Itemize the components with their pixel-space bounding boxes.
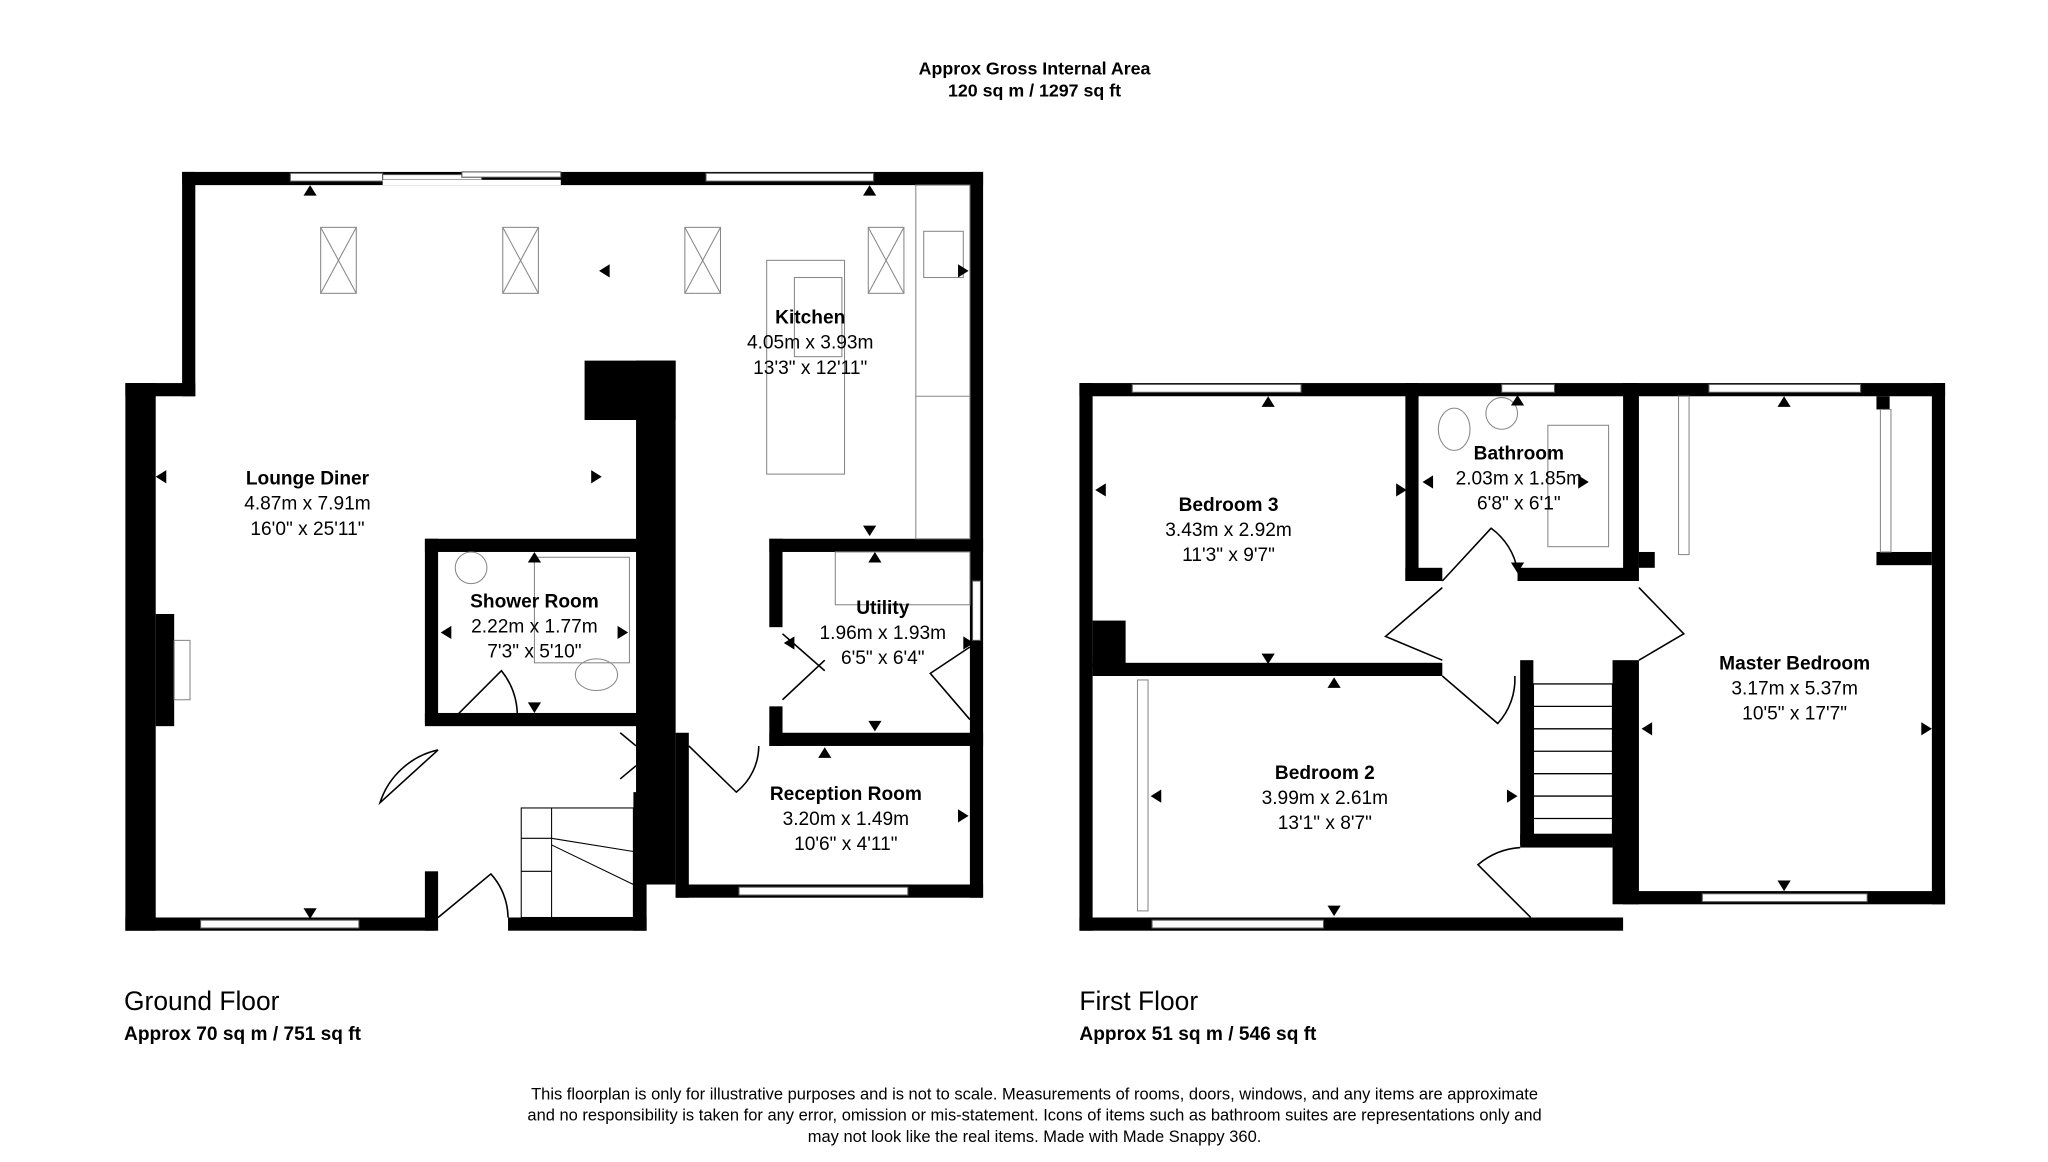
gross-area-value: 120 sq m / 1297 sq ft xyxy=(948,81,1121,101)
gross-area-title: Approx Gross Internal Area xyxy=(919,58,1152,78)
room-imperial-shower-room: 7'3" x 5'10" xyxy=(487,642,581,663)
room-metric-utility: 1.96m x 1.93m xyxy=(820,623,947,644)
room-name-utility: Utility xyxy=(856,598,909,619)
room-name-kitchen: Kitchen xyxy=(775,308,845,329)
room-metric-bathroom: 2.03m x 1.85m xyxy=(1456,469,1583,490)
room-metric-lounge-diner: 4.87m x 7.91m xyxy=(244,494,371,515)
room-imperial-master-bedroom: 10'5" x 17'7" xyxy=(1742,704,1847,725)
room-metric-kitchen: 4.05m x 3.93m xyxy=(747,333,874,354)
room-imperial-kitchen: 13'3" x 12'11" xyxy=(753,358,867,379)
first-floor-plan xyxy=(1079,383,1946,931)
room-name-lounge-diner: Lounge Diner xyxy=(246,469,370,490)
first-floor-area: Approx 51 sq m / 546 sq ft xyxy=(1079,1024,1317,1045)
room-imperial-lounge-diner: 16'0" x 25'11" xyxy=(250,519,364,540)
room-metric-master-bedroom: 3.17m x 5.37m xyxy=(1731,678,1858,699)
disclaimer-line-2: and no responsibility is taken for any e… xyxy=(527,1107,1541,1125)
room-imperial-bedroom-3: 11'3" x 9'7" xyxy=(1182,545,1275,566)
room-imperial-bathroom: 6'8" x 6'1" xyxy=(1477,494,1561,515)
room-metric-shower-room: 2.22m x 1.77m xyxy=(471,616,598,637)
room-name-reception-room: Reception Room xyxy=(770,784,922,805)
room-name-shower-room: Shower Room xyxy=(470,591,599,612)
disclaimer-line-1: This floorplan is only for illustrative … xyxy=(531,1086,1538,1104)
ground-floor-area: Approx 70 sq m / 751 sq ft xyxy=(124,1024,362,1045)
room-name-bathroom: Bathroom xyxy=(1474,444,1564,465)
room-metric-reception-room: 3.20m x 1.49m xyxy=(783,809,910,830)
room-name-master-bedroom: Master Bedroom xyxy=(1719,653,1870,674)
room-imperial-bedroom-2: 13'1" x 8'7" xyxy=(1278,813,1372,834)
room-name-bedroom-3: Bedroom 3 xyxy=(1179,495,1279,516)
room-metric-bedroom-2: 3.99m x 2.61m xyxy=(1262,788,1389,809)
ground-floor-plan xyxy=(125,171,984,931)
room-imperial-utility: 6'5" x 6'4" xyxy=(841,648,925,669)
room-imperial-reception-room: 10'6" x 4'11" xyxy=(794,834,897,855)
room-name-bedroom-2: Bedroom 2 xyxy=(1275,763,1375,784)
ground-floor-title: Ground Floor xyxy=(124,986,280,1016)
first-floor-title: First Floor xyxy=(1079,986,1198,1016)
disclaimer-line-3: may not look like the real items. Made w… xyxy=(808,1128,1262,1146)
room-metric-bedroom-3: 3.43m x 2.92m xyxy=(1165,520,1292,541)
